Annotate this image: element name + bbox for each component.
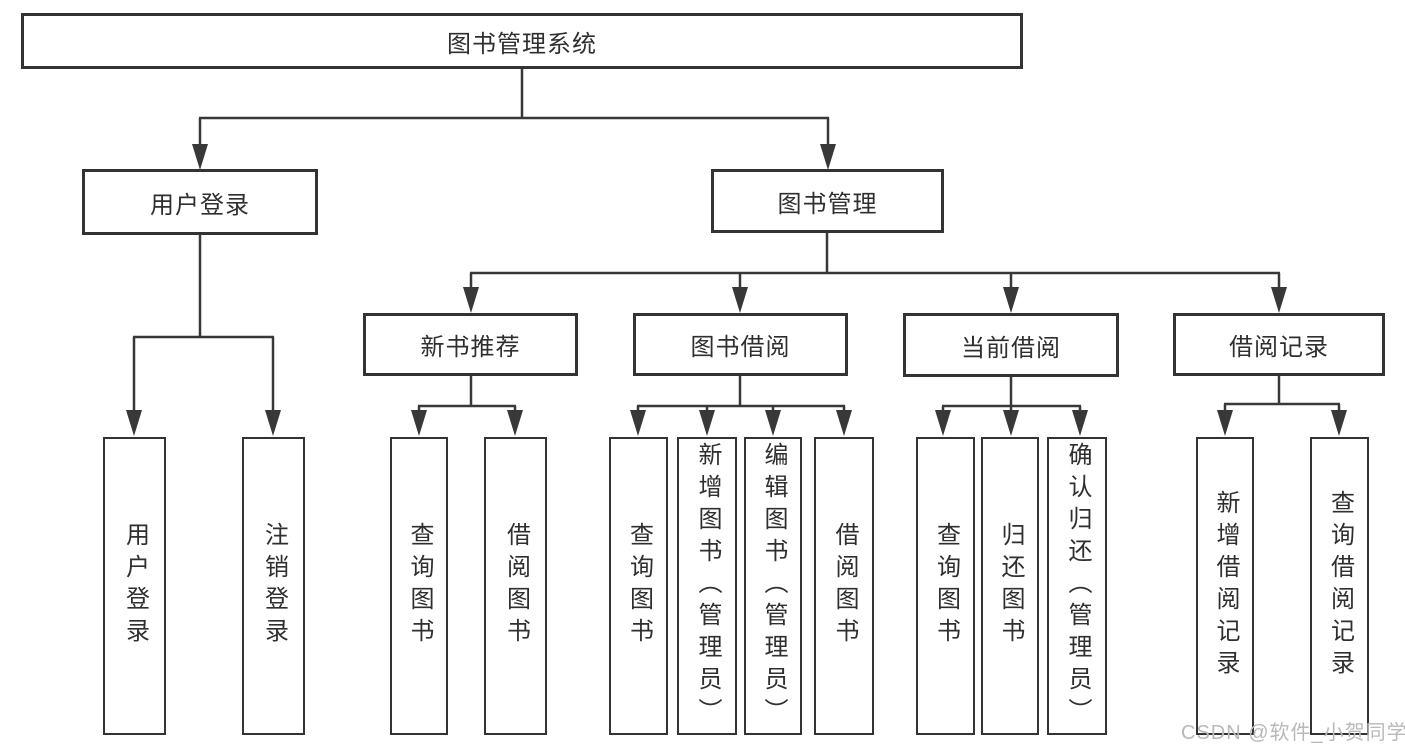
connector-root-to-level2 xyxy=(192,68,836,170)
leaf-current-confirm-return-admin: 确认归还（管理员） xyxy=(1047,437,1107,735)
connector-userlogin-to-leaves xyxy=(126,235,281,436)
arrowhead-records-query xyxy=(1331,410,1347,436)
arrowhead-logout xyxy=(265,410,281,436)
leaf-user-login: 用户登录 xyxy=(103,437,166,735)
arrowhead-book-mgmt xyxy=(820,144,836,170)
node-borrowing-records: 借阅记录 xyxy=(1173,313,1385,376)
arrowhead-records-add xyxy=(1217,410,1233,436)
leaf-records-query-borrow-record: 查询借阅记录 xyxy=(1310,437,1369,735)
leaf-newbooks-borrow-books: 借阅图书 xyxy=(484,437,547,735)
leaf-logout: 注销登录 xyxy=(242,437,305,735)
arrowhead-borrow-query xyxy=(630,410,646,436)
leaf-borrow-borrow-books: 借阅图书 xyxy=(814,437,874,735)
arrowhead-current-confirm xyxy=(1072,410,1088,436)
node-current-borrowing: 当前借阅 xyxy=(903,313,1119,377)
leaf-records-add-borrow-record: 新增借阅记录 xyxy=(1196,437,1254,735)
node-new-book-recommendation: 新书推荐 xyxy=(363,313,578,376)
arrowhead-new-books xyxy=(463,287,479,313)
leaf-borrow-add-books-admin: 新增图书（管理员） xyxy=(677,437,737,735)
arrowhead-borrow-add xyxy=(699,410,715,436)
arrowhead-newbooks-query xyxy=(411,410,427,436)
connector-newbooks-to-leaves xyxy=(411,375,523,436)
connector-bookborrow-to-leaves xyxy=(630,375,852,436)
leaf-current-query-books: 查询图书 xyxy=(916,437,975,735)
arrowhead-borrow-records xyxy=(1271,287,1287,313)
leaf-newbooks-query-books: 查询图书 xyxy=(390,437,448,735)
arrowhead-borrow-borrow xyxy=(836,410,852,436)
connector-records-to-leaves xyxy=(1217,375,1347,436)
leaf-borrow-edit-books-admin: 编辑图书（管理员） xyxy=(744,437,802,735)
arrowhead-login xyxy=(126,410,142,436)
watermark: CSDN @软件_小贺同学 xyxy=(1181,722,1405,744)
arrowhead-borrow-edit xyxy=(765,410,781,436)
connector-bookmgmt-to-level3 xyxy=(463,233,1287,313)
node-library-management-system: 图书管理系统 xyxy=(21,13,1023,69)
arrowhead-newbooks-borrow xyxy=(507,410,523,436)
arrowhead-current-query xyxy=(935,410,951,436)
leaf-borrow-query-books: 查询图书 xyxy=(609,437,668,735)
node-book-borrowing: 图书借阅 xyxy=(633,313,848,376)
node-user-login: 用户登录 xyxy=(82,169,318,235)
arrowhead-user-login xyxy=(192,144,208,170)
connector-currentborrow-to-leaves xyxy=(935,377,1088,436)
arrowhead-current-return xyxy=(1003,410,1019,436)
arrowhead-book-borrow xyxy=(732,287,748,313)
leaf-current-return-books: 归还图书 xyxy=(981,437,1039,735)
arrowhead-current-borrow xyxy=(1003,287,1019,313)
node-book-management: 图书管理 xyxy=(711,169,944,233)
